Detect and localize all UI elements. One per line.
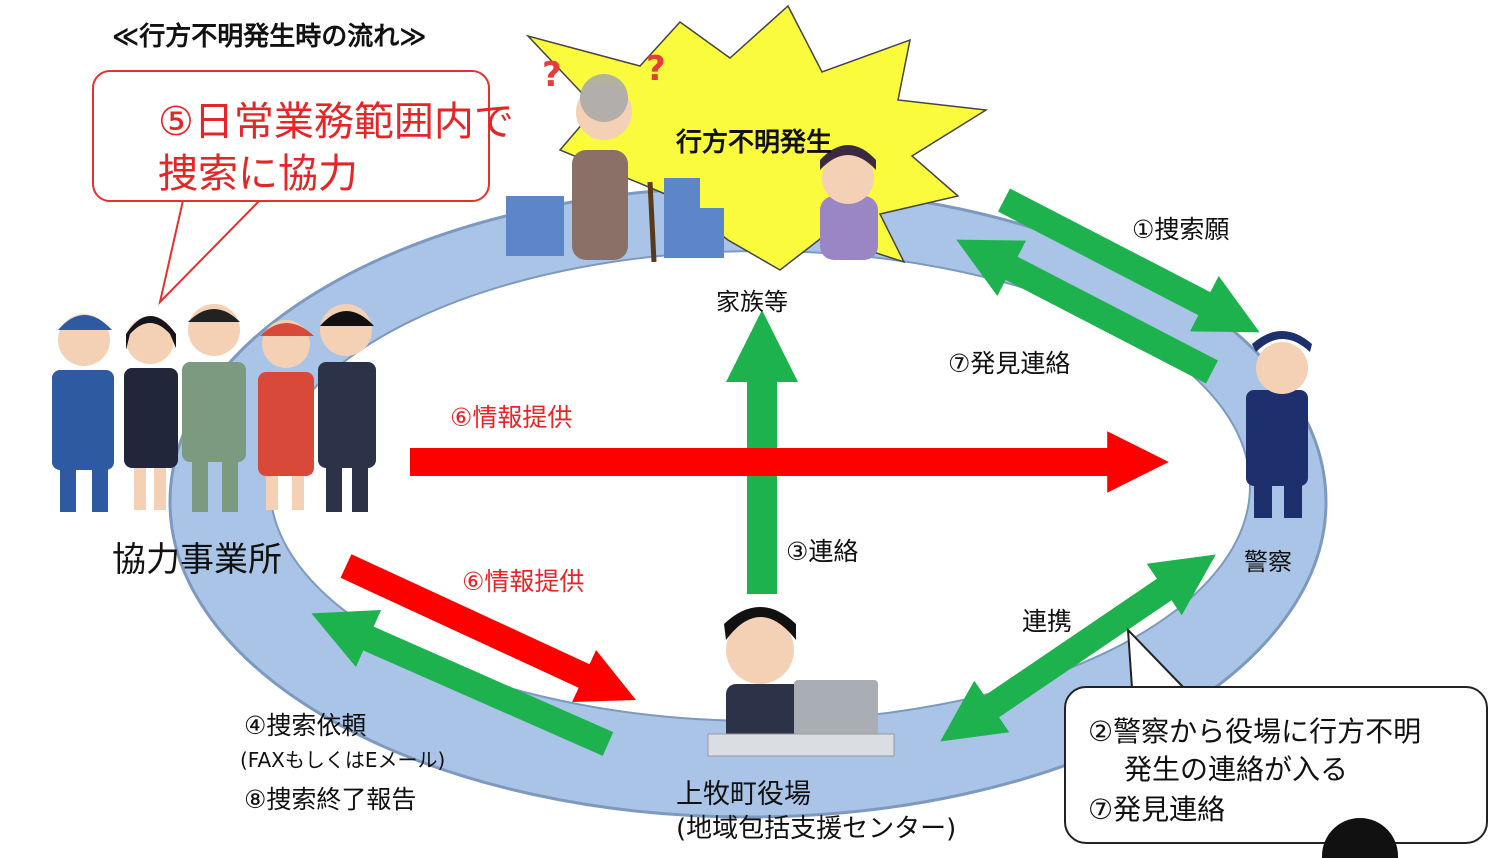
svg-text:?: ? (542, 55, 562, 95)
arrow-found-contact (956, 239, 1218, 384)
bubble-black (1064, 686, 1488, 844)
label-search-request: ①捜索願 (1132, 215, 1230, 244)
elderly-woman-icon: ? ? (542, 49, 666, 263)
police-officer-icon (1246, 331, 1312, 518)
label-search-ask: ④捜索依頼 (244, 711, 367, 740)
bubble-red-line1: ⑤日常業務範囲内で (158, 99, 514, 145)
bubble-black-line1: ②警察から役場に行方不明 (1088, 715, 1422, 748)
arrow-search-request (998, 188, 1260, 333)
page-title: ≪行方不明発生時の流れ≫ (112, 22, 427, 52)
arrow-search-ask (311, 610, 614, 756)
label-cooperation: 連携 (1022, 607, 1073, 636)
label-found-contact: ⑦発見連絡 (948, 349, 1071, 378)
bubble-red-line2: 捜索に協力 (158, 151, 358, 197)
office-worker-icon (707, 607, 895, 757)
arrow-cooperation (940, 554, 1216, 742)
node-businesses: 協力事業所 (112, 540, 282, 580)
node-town-office-sub: (地域包括支援センター) (676, 814, 957, 844)
label-info-bottom: ⑥情報提供 (462, 567, 585, 596)
label-contact: ③連絡 (786, 537, 859, 566)
bubble-black-tail (1126, 627, 1185, 689)
bubble-black-line3: ⑦発見連絡 (1088, 793, 1226, 826)
burst-label: 行方不明発生 (676, 128, 833, 158)
bubble-red-tail (158, 195, 265, 306)
bubble-black-line2: 発生の連絡が入る (1124, 753, 1349, 786)
node-family: 家族等 (716, 288, 788, 316)
label-search-end: ⑧捜索終了報告 (244, 785, 417, 814)
node-police: 警察 (1244, 548, 1292, 576)
worried-woman-icon (820, 145, 878, 260)
svg-text:?: ? (646, 49, 666, 89)
bubble-red (92, 70, 490, 202)
label-search-ask-note: (FAXもしくはEメール) (240, 748, 446, 772)
arrow-info-bottom (340, 554, 636, 702)
workers-icon (52, 304, 376, 512)
node-town-office: 上牧町役場 (676, 779, 811, 810)
label-info-top: ⑥情報提供 (450, 403, 573, 432)
buildings-icon (506, 178, 724, 258)
